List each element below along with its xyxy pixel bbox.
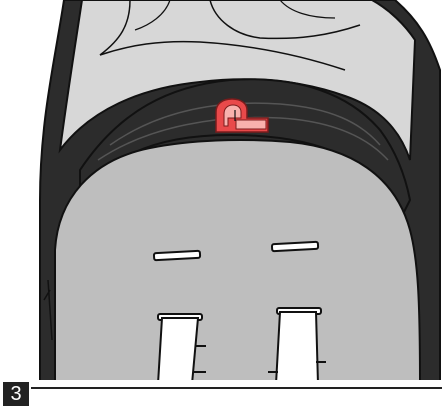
- harness-slot-upper-right: [272, 242, 318, 251]
- harness-slot-upper-left: [154, 251, 200, 260]
- harness-strap-left: [158, 318, 198, 384]
- harness-strap-right: [276, 312, 318, 384]
- step-divider-line: [31, 387, 442, 389]
- step-number-badge: 3: [3, 382, 29, 406]
- seat-surface: [55, 140, 420, 384]
